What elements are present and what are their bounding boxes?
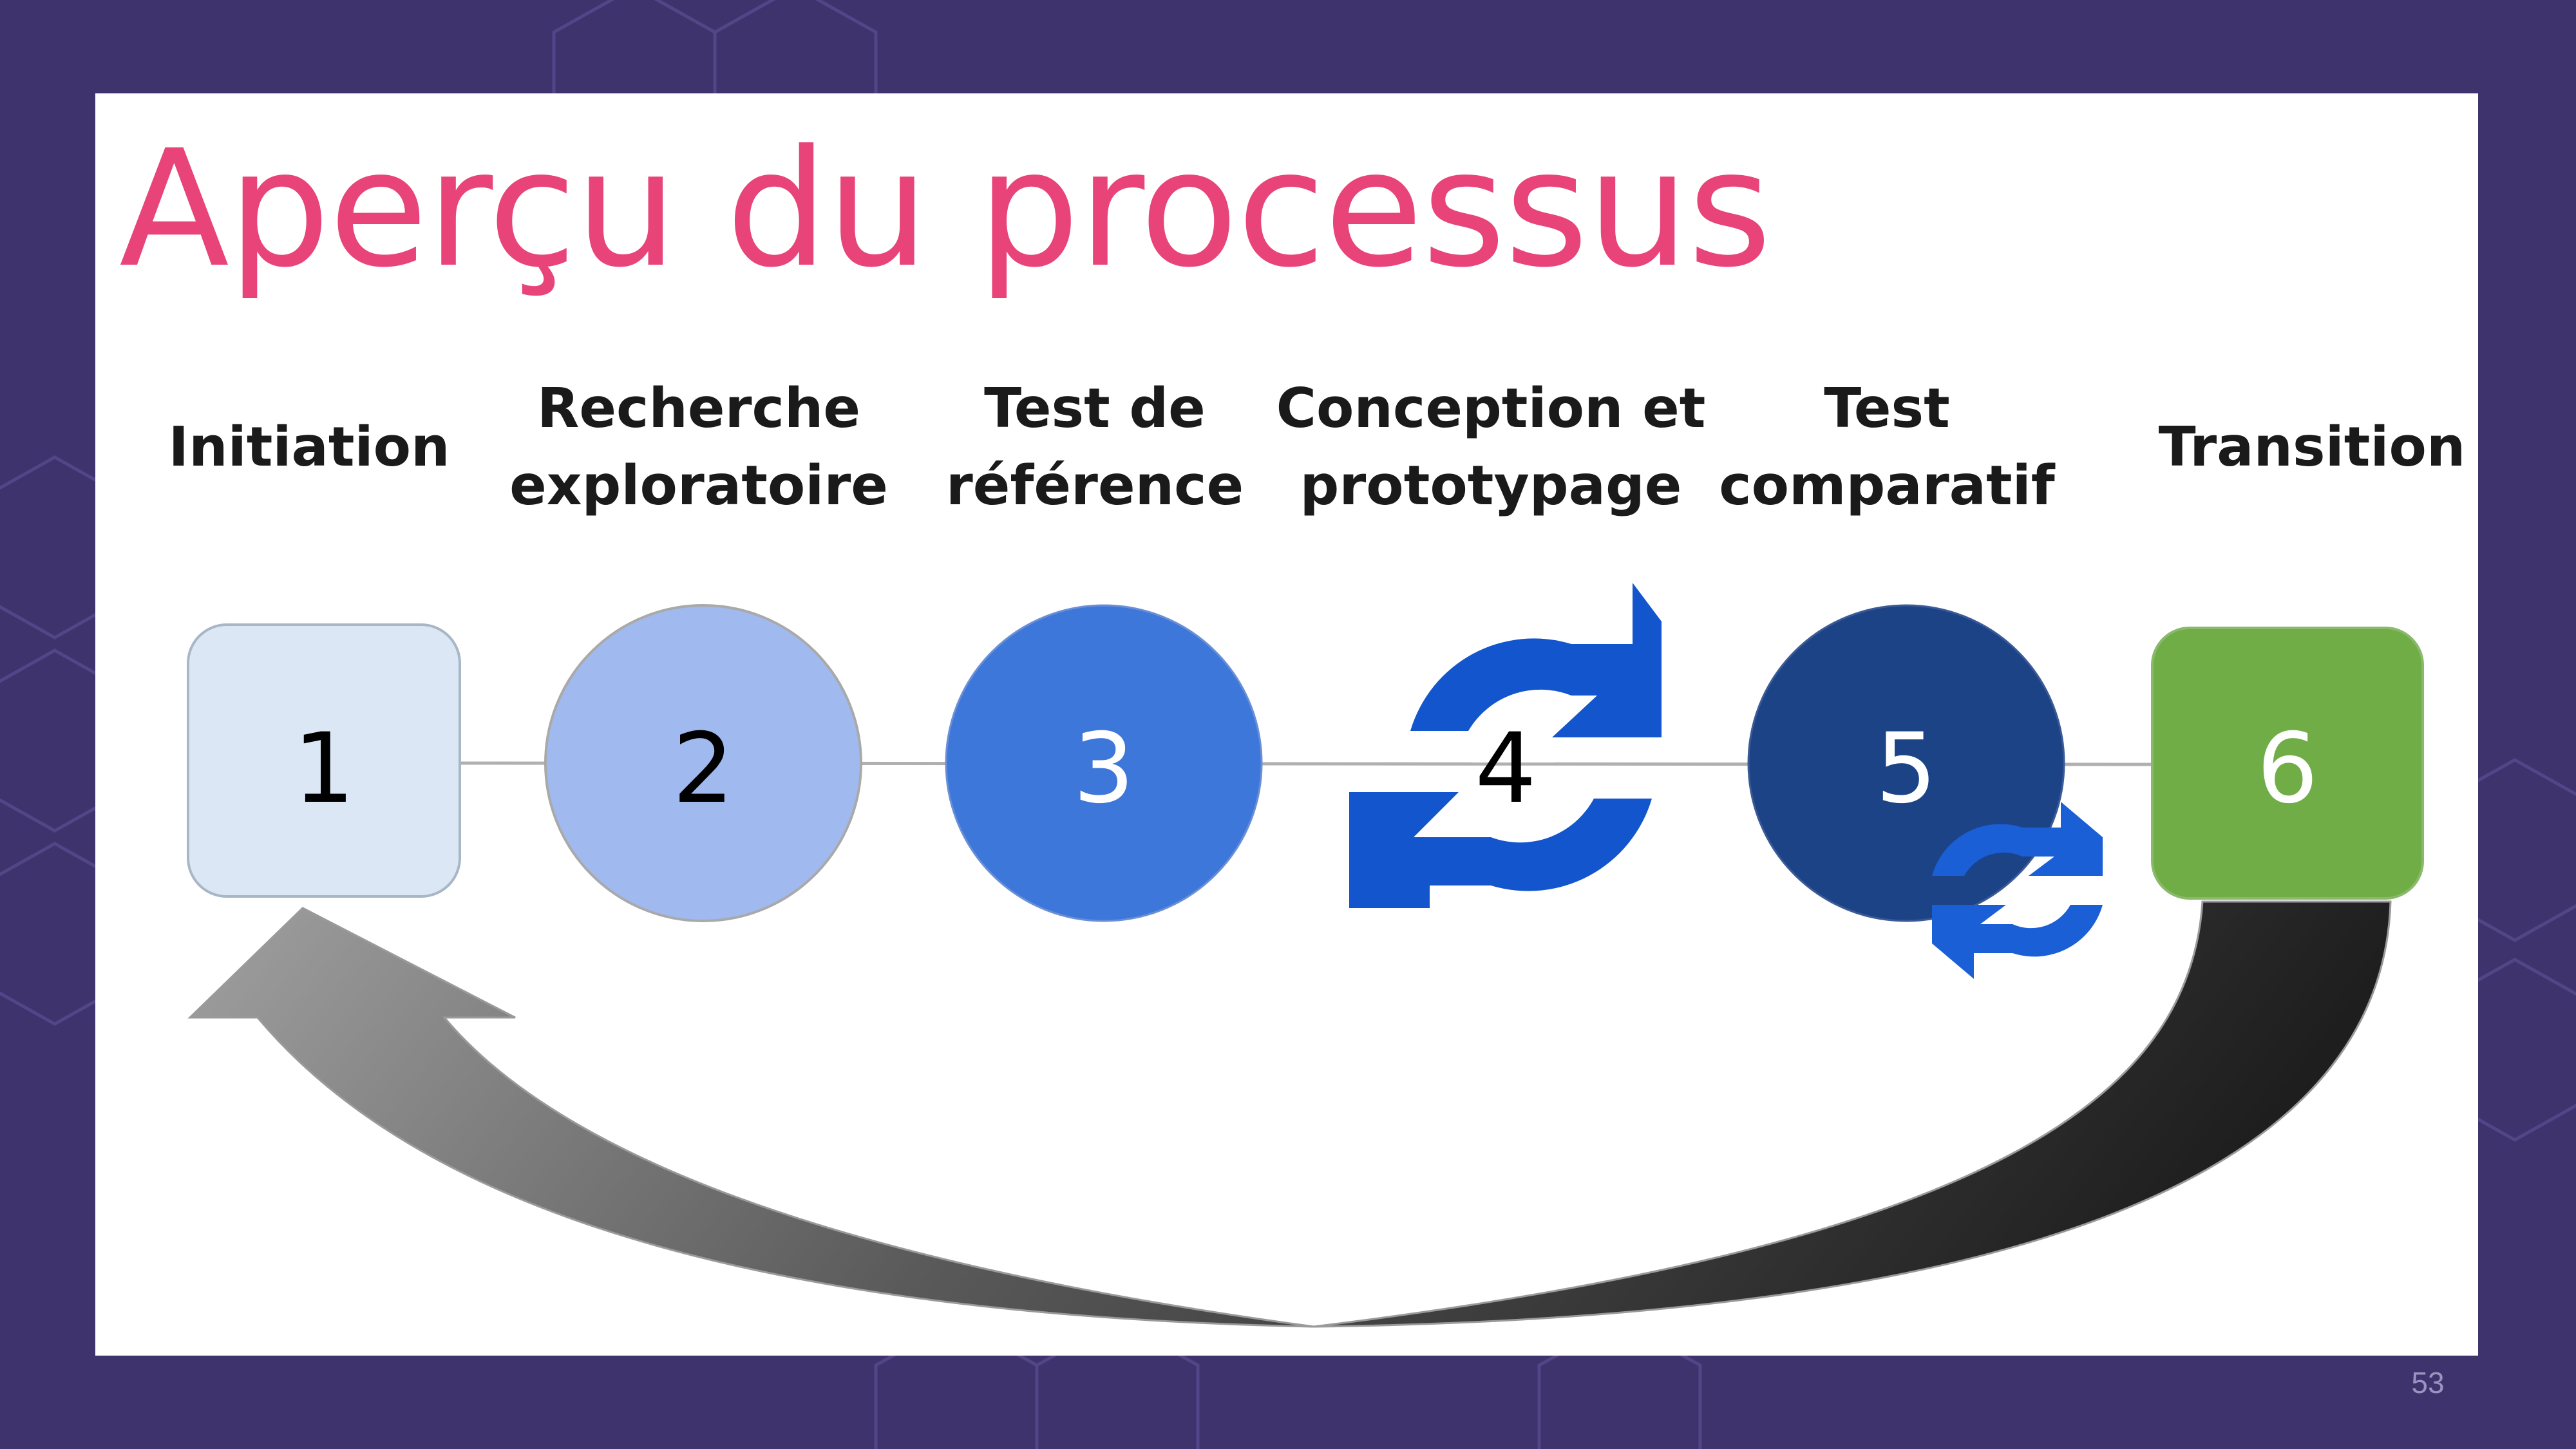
step-1-node	[187, 623, 461, 898]
step-1-label-line1: Initiation	[168, 415, 450, 479]
feedback-arrow	[187, 900, 2392, 1328]
step-5-number: 5	[1875, 713, 1937, 825]
step-4-label: Conception et prototypage	[1265, 370, 1716, 525]
step-1-number: 1	[293, 713, 354, 825]
step-4-number: 4	[1475, 713, 1536, 825]
step-3-label: Test de référence	[869, 370, 1320, 525]
step-6-number: 6	[2257, 713, 2318, 825]
step-2-label-line1: Recherche	[536, 377, 861, 440]
step-3-label-line1: Test de	[984, 377, 1206, 440]
step-3-node	[945, 604, 1263, 922]
slide-title: Aperçu du processus	[119, 115, 1772, 303]
step-6-label: Transition	[2087, 409, 2537, 486]
page-number: 53	[2411, 1366, 2445, 1399]
step-5-label-line2: comparatif	[1719, 454, 2055, 518]
step-5-label: Test comparatif	[1662, 370, 2112, 525]
step-5-label-line1: Test	[1824, 377, 1950, 440]
step-3-number: 3	[1073, 713, 1134, 825]
step-6-node	[2151, 627, 2424, 900]
step-2-number: 2	[672, 713, 734, 825]
step-2-label: Recherche exploratoire	[473, 370, 924, 525]
step-4-refresh-icon	[1349, 583, 1662, 908]
step-4-label-line2: prototypage	[1300, 454, 1682, 518]
step-1-label: Initiation	[84, 409, 535, 486]
step-4-label-line1: Conception et	[1276, 377, 1706, 440]
step-3-label-line2: référence	[945, 454, 1244, 518]
step-2-node	[544, 604, 862, 922]
step-2-label-line2: exploratoire	[509, 454, 888, 518]
small-refresh-icon	[1932, 802, 2103, 979]
step-6-label-line1: Transition	[2158, 415, 2466, 479]
